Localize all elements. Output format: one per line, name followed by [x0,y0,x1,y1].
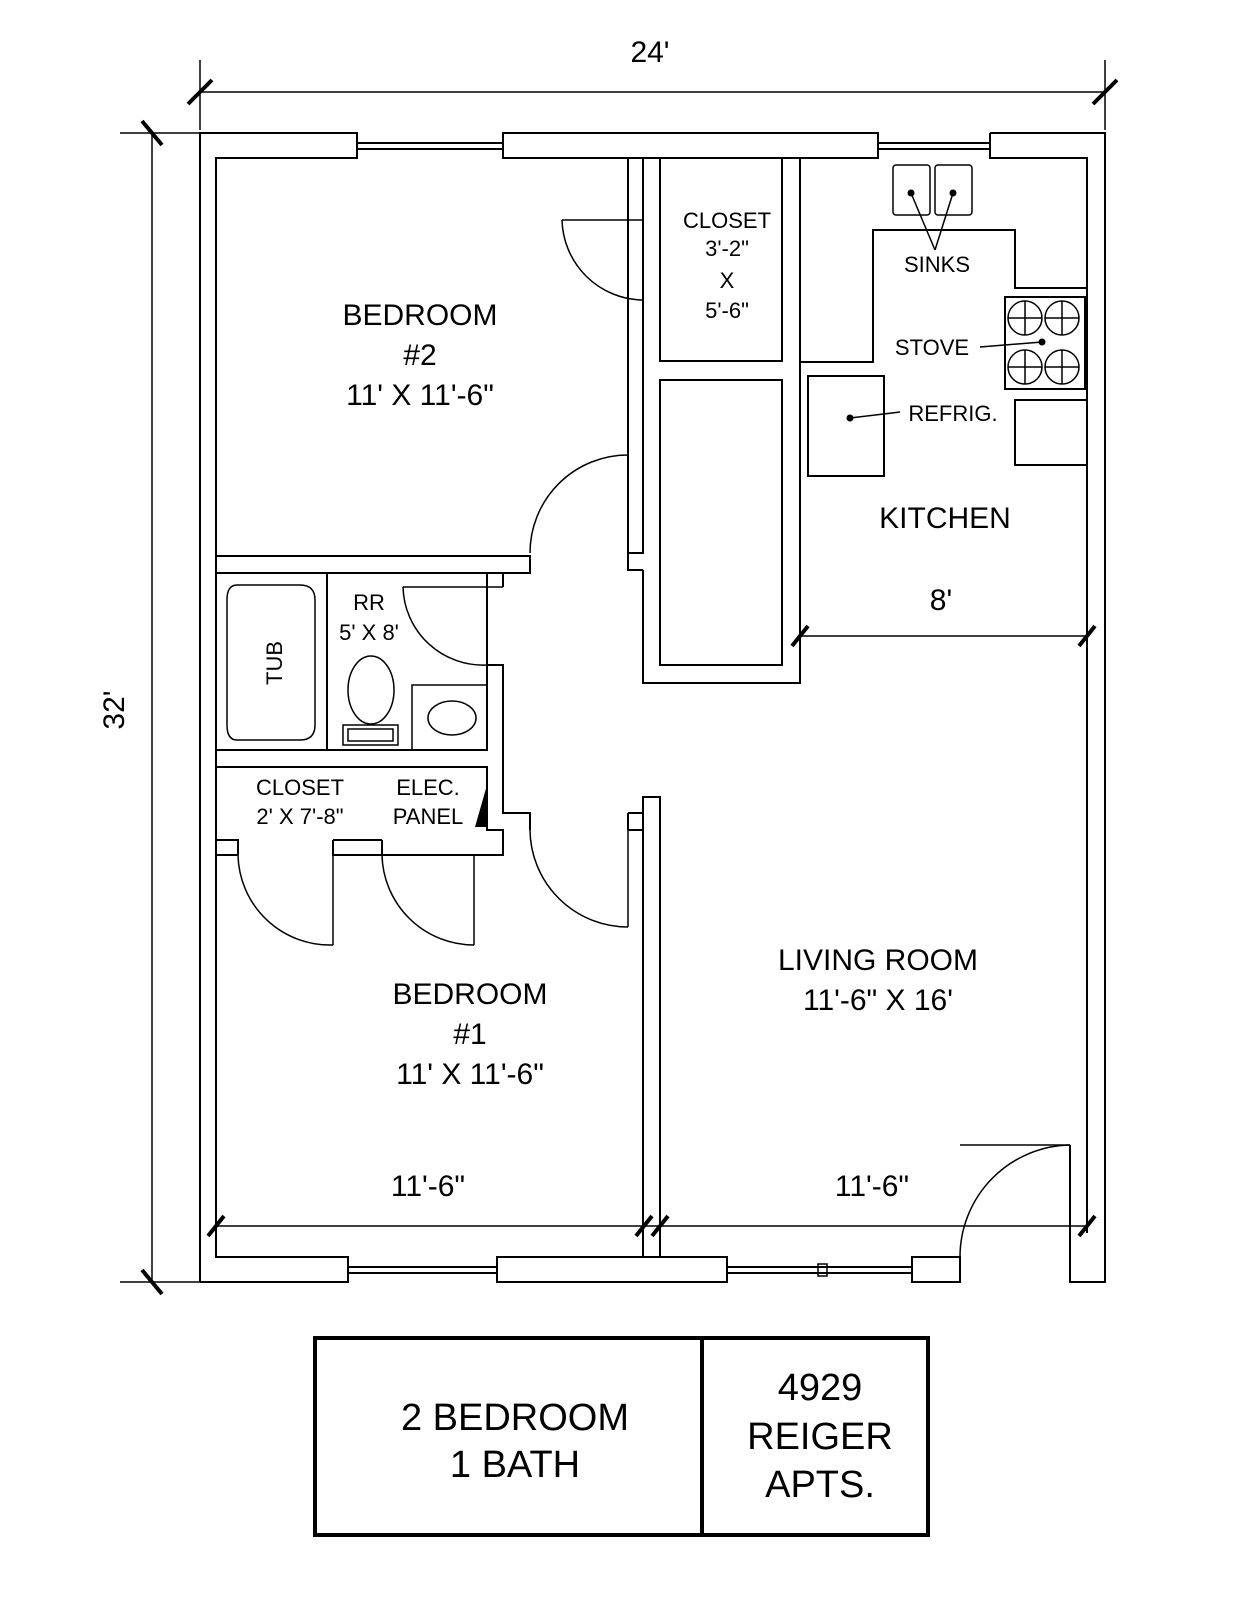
dimension-bottom [206,1214,1097,1238]
toilet [342,655,399,746]
lavatory [411,684,488,751]
refrig-label: REFRIG. [908,401,997,426]
dimension-overall-depth: 32' [98,119,200,1296]
bedroom1-width-label: 11'-6" [391,1170,465,1203]
title-block: 2 BEDROOM 1 BATH 4929 REIGER APTS. [313,1336,930,1537]
stove-label: STOVE [895,335,969,360]
closet-top-label-1: CLOSET [683,208,771,233]
closet-hall-label-1: CLOSET [256,775,344,800]
bedroom2-label-1: BEDROOM [342,299,497,332]
closet-top-label-4: 5'-6" [705,298,749,323]
address-line1: 4929 [778,1367,863,1409]
exterior-walls [199,132,1106,1283]
tub [226,584,316,741]
stove-burners [979,300,1080,385]
front-door [959,1144,1071,1258]
living-label-2: 11'-6" X 16' [803,984,953,1017]
elec-panel-label-2: PANEL [393,804,464,829]
bedroom2-label-2: #2 [403,339,436,372]
living-label-1: LIVING ROOM [778,944,978,977]
tub-label: TUB [262,641,287,685]
sinks [892,164,973,251]
closet-hall-label-2: 2' X 7'-8" [256,804,343,829]
closet-top-label-3: X [720,268,735,293]
door-swings [237,219,644,946]
kitchen-width-label: 8' [930,584,952,617]
elec-panel-label-1: ELEC. [396,775,460,800]
dimension-overall-width: 24' [186,36,1119,130]
bedroom1-label-3: 11' X 11'-6" [396,1058,544,1091]
restroom-label: RR [353,590,385,615]
electric-panel [475,785,487,827]
bedroom1-label-2: #1 [453,1018,486,1051]
unit-type-line2: 1 BATH [450,1444,580,1486]
overall-depth-label: 32' [98,690,131,729]
overall-width-label: 24' [630,36,669,69]
kitchen-label: KITCHEN [879,502,1011,535]
closet-top-label-2: 3'-2" [705,236,749,261]
unit-type-line1: 2 BEDROOM [401,1397,629,1439]
address-line2: REIGER [747,1416,893,1458]
living-width-label: 11'-6" [835,1170,909,1203]
interior-walls [216,157,1087,1258]
sinks-label: SINKS [904,252,970,277]
address-line3: APTS. [765,1464,875,1506]
bedroom1-label-1: BEDROOM [392,978,547,1011]
dimension-kitchen [790,624,1097,648]
restroom-size-label: 5' X 8' [339,620,399,645]
bedroom2-label-3: 11' X 11'-6" [346,379,494,412]
refrigerator [846,411,901,422]
